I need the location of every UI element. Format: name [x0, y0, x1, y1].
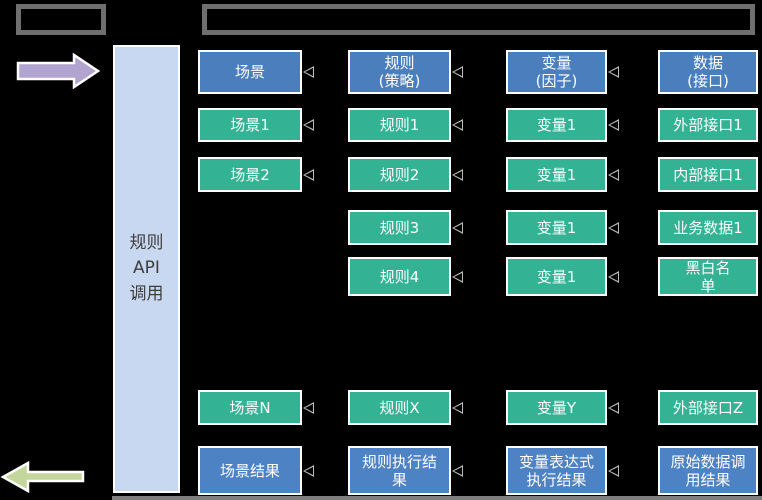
- arrowhead-icon: [452, 464, 463, 477]
- box-label: 变量 (因子): [535, 54, 578, 90]
- box-scene-result: 场景结果: [198, 446, 314, 495]
- arrowhead-icon: [303, 119, 314, 131]
- arrowhead-icon: [452, 270, 463, 283]
- box-variable-y: 变量Y: [506, 390, 619, 425]
- rule-api-call-bar: 规则 API 调用: [113, 45, 180, 493]
- arrowhead-icon: [608, 401, 619, 414]
- box-data-header: 数据 (接口): [658, 50, 758, 94]
- arrowhead-icon: [452, 66, 463, 78]
- box-label: 场景2: [230, 165, 270, 184]
- box-label: 场景N: [229, 398, 271, 417]
- box-label: 外部接口1: [673, 116, 743, 134]
- box-label: 规则 (策略): [378, 54, 421, 90]
- right-arrow-icon: [16, 52, 101, 90]
- box-variable-1c: 变量1: [506, 210, 619, 245]
- box-scene-2: 场景2: [198, 157, 314, 192]
- box-label: 规则2: [379, 165, 420, 184]
- arrowhead-icon: [452, 119, 463, 131]
- box-blackwhite-list: 黑白名 单: [658, 257, 758, 296]
- box-variable-result: 变量表达式 执行结果: [506, 446, 619, 495]
- box-label: 变量Y: [536, 398, 577, 417]
- arrowhead-icon: [608, 221, 619, 234]
- arrowhead-icon: [452, 168, 463, 181]
- box-label: 规则4: [379, 267, 420, 286]
- box-raw-data-result: 原始数据调 用结果: [658, 446, 758, 495]
- arrowhead-icon: [303, 168, 314, 181]
- box-label: 业务数据1: [673, 218, 743, 237]
- box-label: 规则3: [379, 218, 420, 237]
- box-business-data-1: 业务数据1: [658, 210, 758, 245]
- box-variable-header: 变量 (因子): [506, 50, 619, 94]
- left-arrow-icon: [0, 460, 85, 494]
- arrowhead-icon: [452, 221, 463, 234]
- box-variable-1d: 变量1: [506, 257, 619, 296]
- box-rule-result: 规则执行结 果: [348, 446, 463, 495]
- box-label: 变量1: [536, 165, 577, 184]
- top-left-black-box: [16, 4, 106, 35]
- box-label: 变量1: [536, 116, 577, 134]
- box-variable-1b: 变量1: [506, 157, 619, 192]
- box-label: 原始数据调 用结果: [670, 452, 746, 489]
- box-scene-n: 场景N: [198, 390, 314, 425]
- box-rule-1: 规则1: [348, 108, 463, 142]
- arrowhead-icon: [303, 66, 314, 78]
- box-rule-4: 规则4: [348, 257, 463, 296]
- box-internal-interface-1: 内部接口1: [658, 157, 758, 192]
- box-label: 内部接口1: [673, 165, 743, 184]
- box-label: 外部接口Z: [672, 398, 744, 417]
- box-label: 场景结果: [219, 461, 280, 480]
- arrowhead-icon: [608, 66, 619, 78]
- arrowhead-icon: [608, 464, 619, 477]
- box-label: 变量表达式 执行结果: [518, 452, 594, 489]
- box-rule-3: 规则3: [348, 210, 463, 245]
- arrowhead-icon: [608, 168, 619, 181]
- box-label: 场景: [234, 63, 265, 81]
- box-rule-header: 规则 (策略): [348, 50, 463, 94]
- bottom-divider: [112, 496, 762, 500]
- box-external-interface-z: 外部接口Z: [658, 390, 758, 425]
- rule-api-call-label: 规则 API 调用: [129, 232, 164, 304]
- box-external-interface-1: 外部接口1: [658, 108, 758, 142]
- box-scene-header: 场景: [198, 50, 314, 94]
- arrowhead-icon: [608, 270, 619, 283]
- box-label: 规则1: [379, 116, 420, 134]
- box-label: 数据 (接口): [687, 54, 729, 90]
- box-label: 规则X: [379, 398, 420, 417]
- box-rule-2: 规则2: [348, 157, 463, 192]
- box-scene-1: 场景1: [198, 108, 314, 142]
- arrowhead-icon: [303, 464, 314, 477]
- box-label: 变量1: [536, 218, 577, 237]
- box-rule-x: 规则X: [348, 390, 463, 425]
- box-label: 规则执行结 果: [361, 452, 437, 489]
- arrowhead-icon: [303, 401, 314, 414]
- box-label: 场景1: [230, 116, 270, 134]
- arrowhead-icon: [452, 401, 463, 414]
- box-label: 黑白名 单: [685, 258, 731, 295]
- box-variable-1a: 变量1: [506, 108, 619, 142]
- box-label: 变量1: [536, 267, 577, 286]
- arrowhead-icon: [608, 119, 619, 131]
- top-black-title-bar: [202, 4, 755, 35]
